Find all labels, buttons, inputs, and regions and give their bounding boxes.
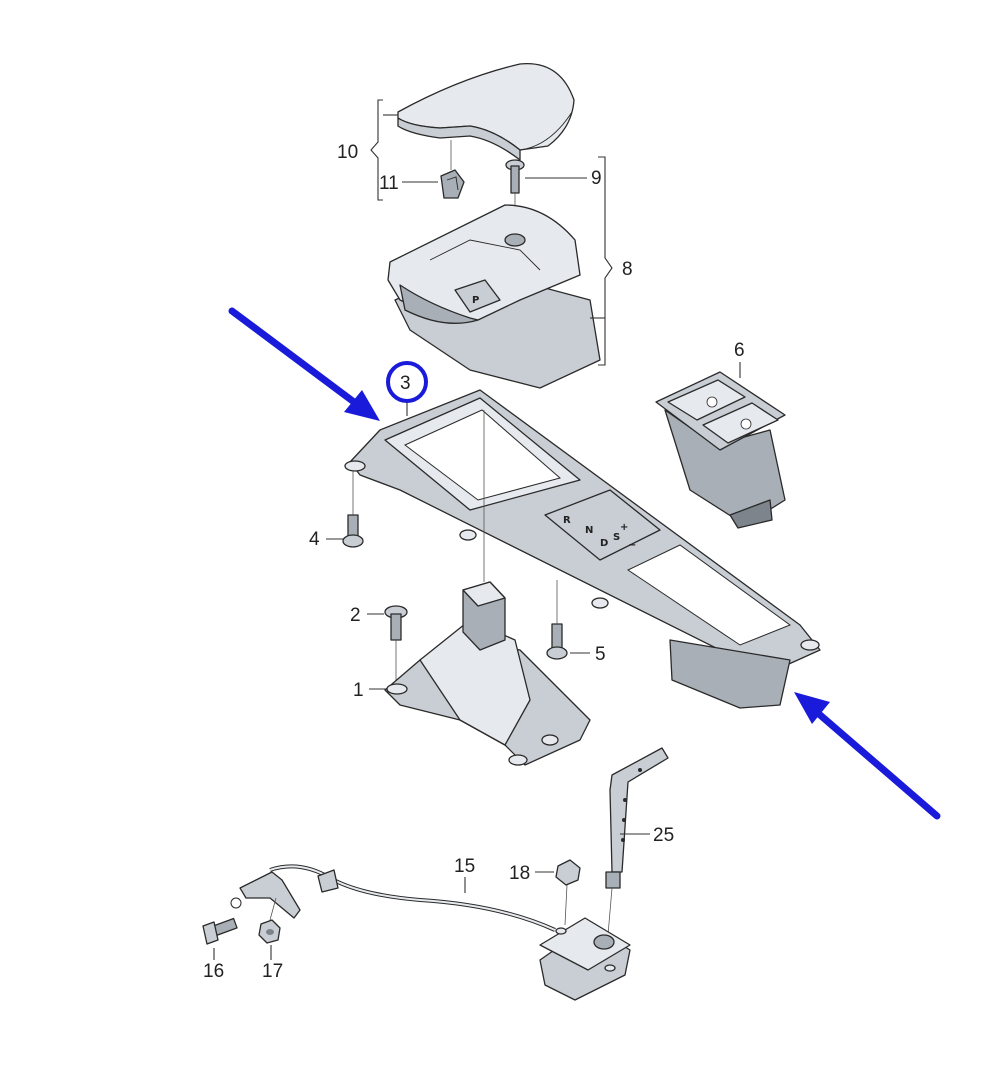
part-17-nut bbox=[258, 897, 281, 944]
part-2-screw bbox=[384, 605, 408, 685]
part-25-selector-rod bbox=[605, 747, 669, 936]
glyph-plus: + bbox=[620, 522, 628, 533]
part-11-clip bbox=[440, 140, 465, 199]
label-17: 17 bbox=[262, 961, 283, 982]
label-2: 2 bbox=[350, 605, 361, 626]
part-10-cover bbox=[397, 63, 575, 161]
arrow-bottom-right bbox=[794, 692, 941, 820]
highlight-circle bbox=[386, 361, 428, 403]
label-25: 25 bbox=[653, 825, 674, 846]
glyph-s: S bbox=[613, 532, 620, 543]
label-1: 1 bbox=[353, 680, 364, 701]
label-3: 3 bbox=[400, 373, 411, 394]
glyph-r: R bbox=[563, 515, 571, 526]
leader-lines bbox=[213, 99, 741, 960]
arrow-top-left bbox=[228, 307, 380, 421]
label-6: 6 bbox=[734, 340, 745, 361]
park-glyph: P bbox=[472, 295, 479, 306]
label-16: 16 bbox=[203, 961, 224, 982]
part-1-selector-mechanism bbox=[384, 410, 591, 766]
part-6-switch-block bbox=[655, 371, 786, 529]
part-3-console-frame: R N D S + − bbox=[344, 389, 821, 709]
label-18: 18 bbox=[509, 863, 530, 884]
part-15-cable bbox=[230, 864, 556, 932]
label-9: 9 bbox=[591, 168, 602, 189]
glyph-minus: − bbox=[628, 540, 636, 551]
glyph-d: D bbox=[600, 538, 608, 549]
label-11: 11 bbox=[379, 173, 399, 194]
label-5: 5 bbox=[595, 644, 606, 665]
cable-bracket bbox=[539, 917, 631, 1001]
part-4-screw bbox=[342, 470, 364, 548]
label-15: 15 bbox=[454, 856, 475, 877]
label-4: 4 bbox=[309, 529, 320, 550]
part-8-lever-housing: P bbox=[387, 204, 601, 389]
label-8: 8 bbox=[622, 259, 633, 280]
part-labels: 1 2 3 4 5 6 8 9 10 11 15 16 17 18 25 bbox=[203, 142, 745, 982]
label-10: 10 bbox=[337, 142, 358, 163]
glyph-n: N bbox=[585, 525, 593, 536]
part-16-bolt bbox=[202, 917, 238, 945]
part-5-screw bbox=[546, 580, 568, 660]
part-18-nut bbox=[555, 859, 581, 926]
